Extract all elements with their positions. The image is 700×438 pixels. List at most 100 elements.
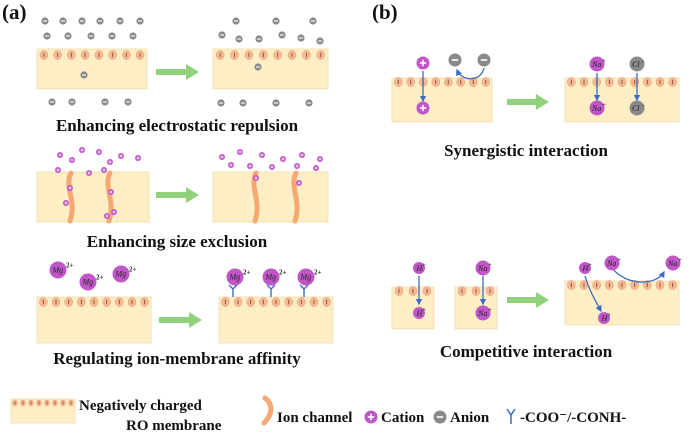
- anion: [124, 98, 132, 106]
- negative-charge: [108, 50, 117, 60]
- negative-charge: [485, 286, 495, 296]
- na-rejection-arrow: [611, 267, 665, 283]
- carboxyl-amide-group-icon: [506, 408, 516, 424]
- negative-charge: [94, 50, 104, 60]
- caption-ion-membrane-affinity: Regulating ion-membrane affinity: [53, 349, 301, 368]
- negative-charge: [44, 399, 50, 407]
- negative-charge: [297, 297, 306, 307]
- cation: [101, 167, 107, 173]
- process-arrow: [507, 292, 549, 308]
- negative-charge: [89, 297, 99, 307]
- surface-charges: [39, 297, 149, 307]
- anion: [96, 17, 104, 25]
- surface-charges: [12, 399, 74, 407]
- panel-b-label: (b): [372, 0, 398, 24]
- legend-cation-label: Cation: [381, 410, 425, 426]
- ion-symbol: Na: [606, 259, 616, 268]
- cation: [107, 159, 113, 165]
- negative-charge: [655, 77, 665, 87]
- negative-charge: [287, 50, 297, 60]
- negative-charge: [617, 280, 627, 290]
- negative-charge: [457, 286, 467, 296]
- anion: [87, 32, 95, 40]
- anion: [217, 99, 225, 107]
- cation: [259, 152, 265, 158]
- ion-charge: +: [617, 256, 621, 264]
- anion: [255, 35, 263, 43]
- binding-site: [299, 284, 309, 297]
- process-arrow: [156, 187, 199, 203]
- mg-symbol: Mg: [229, 273, 241, 282]
- negative-charge: [127, 297, 137, 307]
- anion: [68, 98, 76, 106]
- cation-icon: [364, 410, 378, 424]
- negative-charge: [20, 399, 26, 407]
- ion-symbol: Cl: [632, 60, 640, 69]
- h-ion: H+: [598, 311, 611, 324]
- cation: [67, 185, 73, 191]
- anion: [297, 34, 305, 42]
- anion: [129, 32, 137, 40]
- membrane-b1-left: [391, 77, 493, 123]
- negative-charge: [53, 50, 62, 60]
- surface-charges: [567, 77, 677, 87]
- surface-charges: [457, 286, 495, 296]
- cation: [253, 175, 259, 181]
- cation: [69, 157, 75, 163]
- negative-charge: [80, 50, 90, 60]
- row-competitive: H+ H+ Na+ Na+ H+ Na+ Na+ H+ Competitive …: [391, 255, 682, 361]
- negative-charge: [36, 399, 42, 407]
- cation: [219, 154, 225, 160]
- surface-charges: [221, 297, 331, 307]
- mg-symbol: Mg: [52, 266, 64, 275]
- cation: [55, 167, 61, 173]
- negative-charge: [271, 297, 281, 307]
- anion: [272, 17, 280, 25]
- cation: [416, 56, 430, 70]
- negative-charge: [273, 50, 282, 60]
- negative-charge: [68, 399, 74, 407]
- negative-charge: [394, 286, 404, 296]
- cation: [135, 155, 141, 161]
- anion: [235, 35, 243, 43]
- negative-charge: [115, 297, 124, 307]
- cation: [86, 170, 92, 176]
- negative-charge: [246, 297, 255, 307]
- negative-charge: [322, 297, 331, 307]
- negative-charge: [215, 50, 225, 60]
- negative-charge: [605, 280, 614, 290]
- ion-charge: +: [488, 306, 492, 314]
- legend-anion-label: Anion: [450, 410, 490, 426]
- ion-channel: [291, 170, 300, 224]
- ion-symbol: Cl: [632, 104, 640, 113]
- anion: [477, 53, 491, 67]
- row-synergistic: Na+ Na+ Cl- Cl- Synergistic interaction: [391, 53, 680, 160]
- na-ion: Na+: [475, 305, 492, 321]
- membrane-a2-right: [212, 171, 329, 223]
- negative-charge: [579, 77, 589, 87]
- membrane-a1-right: [212, 48, 329, 90]
- anion: [316, 37, 324, 45]
- binding-group: [228, 284, 309, 297]
- cation: [280, 156, 286, 162]
- surface-charges: [215, 50, 326, 60]
- ion-symbol: Na: [477, 264, 487, 273]
- negative-charge: [259, 297, 268, 307]
- cation: [294, 163, 300, 169]
- legend-membrane-label-line1: Negatively charged: [79, 398, 203, 414]
- negative-charge: [28, 399, 34, 407]
- ion-channel: [66, 170, 75, 224]
- na-ion: Na+: [589, 100, 606, 116]
- ion-symbol: H: [601, 314, 609, 323]
- ion-charge: +: [607, 311, 611, 319]
- anion: [278, 31, 286, 39]
- negative-charge: [102, 297, 111, 307]
- ion-charge: +: [422, 261, 426, 269]
- negative-charge: [408, 286, 418, 296]
- anion-icon: [433, 410, 447, 424]
